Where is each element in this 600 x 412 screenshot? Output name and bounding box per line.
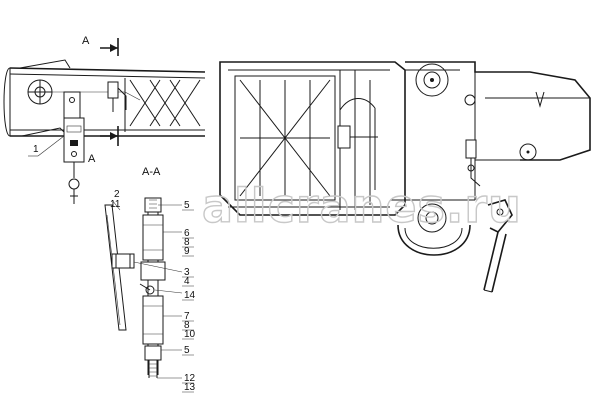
section-view-title: A-A xyxy=(142,166,161,178)
callout-8-upper: 8 xyxy=(184,237,190,248)
callout-11: 11 xyxy=(110,199,121,210)
callout-12: 12 xyxy=(184,373,196,384)
callout-14: 14 xyxy=(184,290,196,301)
watermark: allcranes.ru xyxy=(202,179,522,233)
section-arrow-label-bottom: A xyxy=(88,153,96,165)
callout-7: 7 xyxy=(184,311,190,322)
callout-5-bottom: 5 xyxy=(184,345,190,356)
callout-8-lower: 8 xyxy=(184,320,190,331)
callout-13: 13 xyxy=(184,382,196,393)
callout-5-top: 5 xyxy=(184,200,190,211)
callout-3: 3 xyxy=(184,267,190,278)
section-view xyxy=(104,197,194,393)
callout-6: 6 xyxy=(184,228,190,239)
callout-2: 2 xyxy=(114,189,120,200)
callout-1: 1 xyxy=(33,144,39,155)
callout-9: 9 xyxy=(184,246,190,257)
right-boom-head-view xyxy=(219,61,591,293)
callout-10: 10 xyxy=(184,329,196,340)
section-arrow-label-top: A xyxy=(82,35,90,47)
callout-4: 4 xyxy=(184,276,190,287)
left-boom-view xyxy=(3,38,206,204)
